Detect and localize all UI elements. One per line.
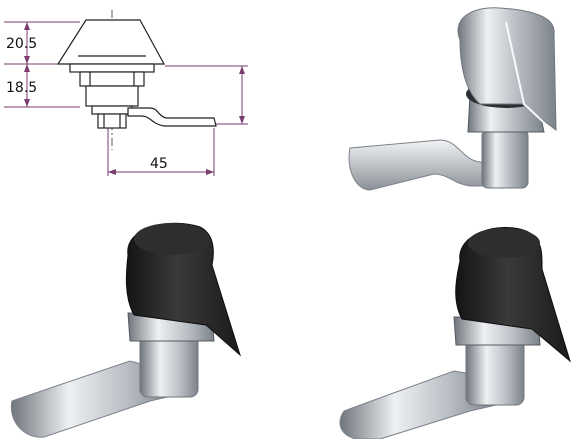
black-lock-photo-front: [0, 205, 290, 439]
cam-lock-chrome-icon: [348, 7, 557, 191]
chrome-lock-photo: [330, 0, 582, 200]
dim-middle-label: 18.5: [6, 80, 37, 96]
cam-lock-black-icon: [10, 222, 242, 438]
dim-width-label: 45: [150, 156, 168, 172]
lock-outline: [56, 19, 217, 129]
technical-drawing: 20.5 18.5 45: [0, 0, 260, 190]
cam-lock-black-icon: [339, 227, 571, 439]
dimension-lines: [4, 21, 248, 176]
dim-top-label: 20.5: [6, 36, 37, 52]
lock-dimension-drawing: 20.5 18.5 45: [4, 10, 248, 176]
black-lock-photo-side: [320, 205, 582, 439]
dimension-arrows: [24, 22, 245, 175]
